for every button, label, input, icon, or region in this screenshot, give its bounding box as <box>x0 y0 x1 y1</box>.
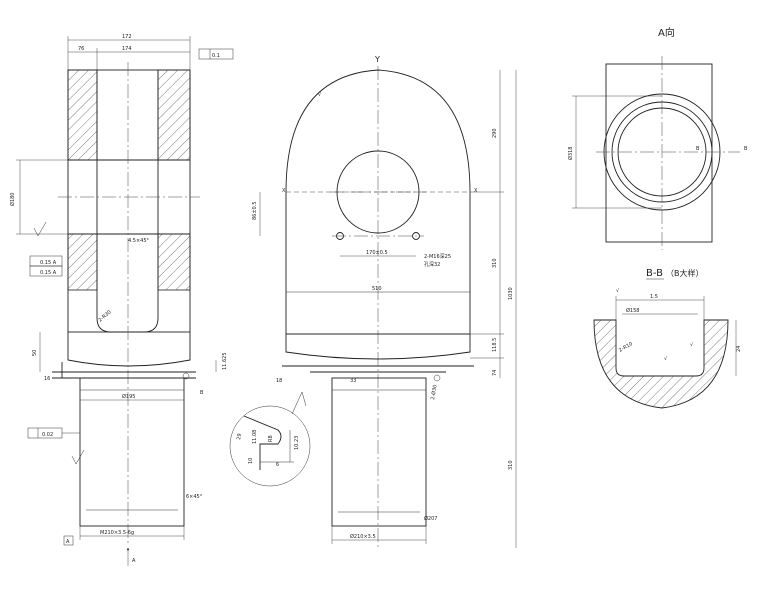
middle-right-axis: X <box>474 188 478 194</box>
section-dim-depth: 24 <box>736 346 742 352</box>
left-flange-pin-icon <box>182 372 190 380</box>
middle-bottom-left: 18 <box>276 378 282 384</box>
left-top-mid-dim: 174 <box>122 46 132 52</box>
left-fillet: 2-R30 <box>97 309 112 323</box>
middle-dim-small-2: 74 <box>492 370 498 376</box>
middle-flange-pin-icon <box>433 374 441 382</box>
section-dim-inner: 2-R10 <box>618 341 634 354</box>
middle-roughness: √ <box>318 92 322 98</box>
flatness-tolerance: 0.1 <box>212 53 220 59</box>
left-datum-b: B <box>200 390 204 396</box>
section-dim-top: 1.5 <box>650 294 658 300</box>
middle-body-width: 510 <box>372 286 382 292</box>
left-chamfer: 4.5×45° <box>128 238 150 244</box>
middle-view: Y X X √ 170±0.5 2-M16深25 孔深32 86±0.5 510… <box>229 55 517 548</box>
section-bb-shape <box>593 319 729 409</box>
right-square <box>605 63 713 243</box>
middle-dim-mid: 310 <box>492 258 498 268</box>
middle-dim-small-1: 118.5 <box>492 338 498 352</box>
detail-d2: 11.08 <box>252 430 258 444</box>
right-b-mark-left: B <box>696 146 700 152</box>
section-bb-title: B-B <box>646 268 663 279</box>
detail-callout-pointer <box>291 391 307 415</box>
middle-flange <box>285 334 471 360</box>
right-small-dim: 11.625 <box>222 353 228 371</box>
middle-bottom-right: 2-Ø30 <box>429 384 439 400</box>
hole-spacing: 170±0.5 <box>366 250 388 256</box>
hole-note-1: 2-M16深25 <box>424 253 451 260</box>
shaft-roughness-icon <box>71 449 85 465</box>
middle-shaft-spec: Ø210×3.5 <box>350 533 376 540</box>
detail-d1: 29 <box>236 433 243 440</box>
left-bore-dia: Ø180 <box>9 193 16 206</box>
detail-callout-ring <box>229 405 311 487</box>
detail-d6: 6 <box>276 462 279 468</box>
left-top-total-dim: 172 <box>122 34 132 40</box>
section-bb-subtitle: （B大样） <box>666 268 704 278</box>
section-roughness-3: √ <box>664 356 668 362</box>
middle-dim-total: 1030 <box>508 287 514 300</box>
left-slot <box>96 70 159 333</box>
middle-top-axis: Y <box>374 55 380 64</box>
middle-left-axis: X <box>282 188 286 194</box>
section-roughness-1: √ <box>616 288 620 294</box>
left-hatch-upper-right <box>157 69 191 161</box>
left-top-left-dim: 76 <box>78 46 84 52</box>
left-hatch-lower-right <box>157 233 191 291</box>
left-flange <box>67 332 191 367</box>
section-dim-width: Ø158 <box>626 307 639 314</box>
section-bb-view: B-B （B大样） 1.5 Ø158 2-R10 24 √ √ √ <box>593 268 742 409</box>
left-tolerance-2: 0.15 A <box>40 270 57 276</box>
left-hatch-lower-left <box>67 233 98 291</box>
middle-hole-right <box>412 232 420 240</box>
right-b-mark-right: B <box>744 146 748 152</box>
shaft-chamfer: 6×45° <box>186 494 203 500</box>
datum-box <box>63 535 74 546</box>
datum-label: A <box>66 539 70 545</box>
left-shaft-dia: Ø195 <box>122 393 135 400</box>
middle-body <box>285 69 471 335</box>
middle-shaft <box>331 377 427 527</box>
middle-shaft-side: Ø207 <box>424 515 437 522</box>
middle-dim-upper: 290 <box>492 128 498 138</box>
left-shaft <box>79 377 185 527</box>
view-arrow-label: A <box>132 558 136 564</box>
detail-d5: 10 <box>248 458 254 464</box>
left-tolerance-box-2 <box>29 265 63 277</box>
view-a-title: A向 <box>658 26 675 39</box>
right-view-dia: Ø318 <box>567 147 574 160</box>
flatness-tolerance-box <box>198 48 234 60</box>
right-view: A向 Ø318 B B <box>567 26 748 250</box>
thread-spec: M210×3.5-6g <box>100 530 134 536</box>
left-roughness-icon <box>33 221 47 237</box>
detail-d4: 10.23 <box>294 436 300 450</box>
hole-note-2: 孔深32 <box>424 261 440 268</box>
left-gap-dim: 50 <box>32 350 38 356</box>
left-hatch-upper-left <box>67 69 98 161</box>
runout-tolerance: 0.02 <box>42 432 53 438</box>
middle-bottom-mid: 33 <box>350 378 356 384</box>
detail-d3: R8 <box>268 435 274 442</box>
detail-profile <box>243 415 282 470</box>
middle-left-height: 86±0.5 <box>252 201 258 220</box>
left-view: 172 76 174 0.1 Ø180 4.5×45° 2-R30 0.15 A <box>9 34 234 566</box>
left-small-dim: 16 <box>44 376 50 382</box>
section-roughness-2: √ <box>690 342 694 348</box>
middle-dim-bottom: 310 <box>508 460 514 470</box>
left-tolerance-1: 0.15 A <box>40 260 57 266</box>
